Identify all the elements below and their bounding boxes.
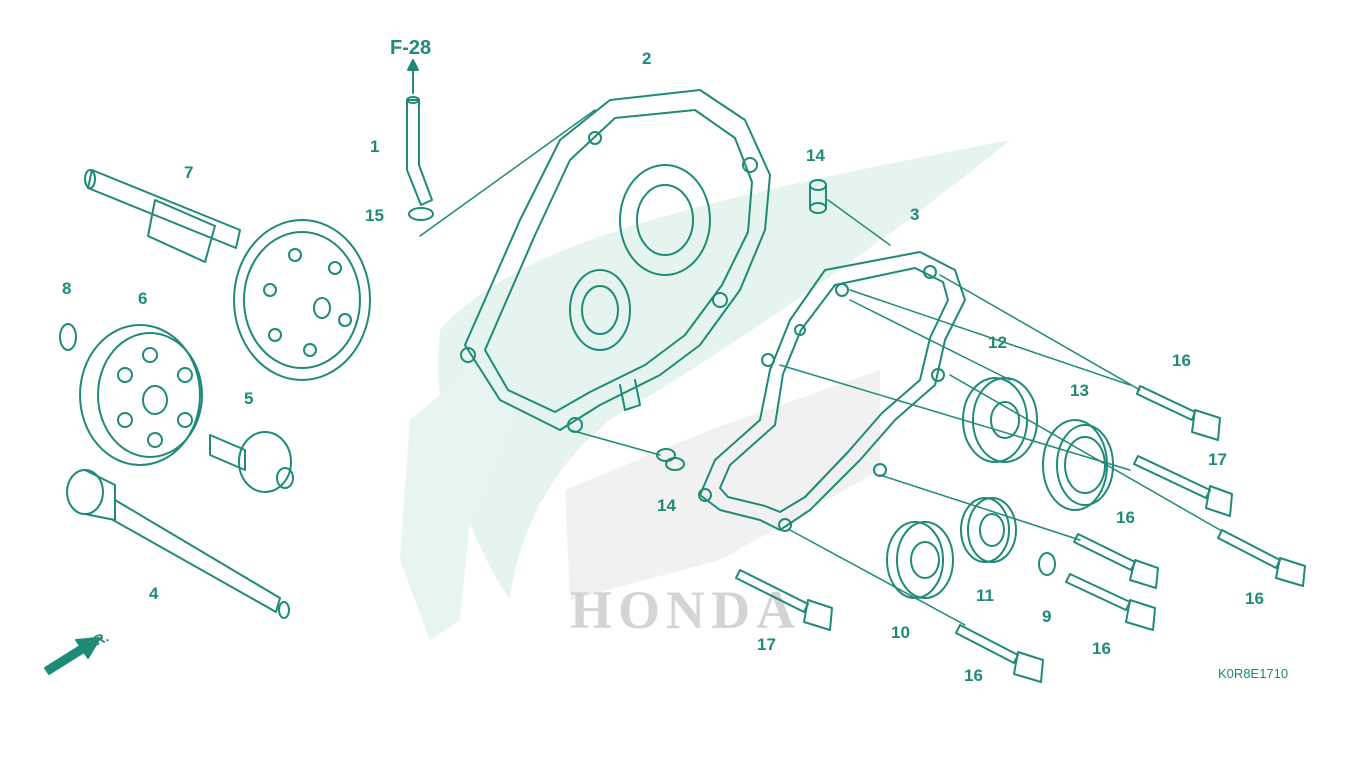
dowel-pin-upper	[809, 179, 827, 214]
callout-15: 15	[365, 206, 384, 225]
callout-10: 10	[891, 623, 910, 642]
callout-1: 1	[370, 137, 380, 156]
bolt-16-bottom	[955, 624, 1044, 683]
callout-4: 4	[149, 584, 159, 603]
bolt-16-right	[1217, 529, 1306, 587]
oil-seal-13	[1042, 419, 1114, 511]
callout-17-right: 17	[1208, 450, 1227, 469]
callout-17-bottom: 17	[757, 635, 776, 654]
callout-2: 2	[642, 49, 652, 68]
callout-14-upper: 14	[806, 146, 825, 165]
bolt-16-lower	[1065, 573, 1156, 631]
washer-9	[1038, 552, 1056, 576]
bearing-11	[960, 497, 1017, 563]
bolt-17-right	[1133, 455, 1233, 517]
diagram-code: K0R8E1710	[1218, 666, 1289, 681]
bolt-16-top	[1136, 385, 1221, 441]
drive-shaft-4	[66, 469, 290, 619]
bolt-17-bottom	[735, 569, 833, 631]
svg-text:HONDA: HONDA	[570, 580, 801, 640]
bearing-10	[886, 521, 954, 599]
final-shaft-7	[84, 169, 371, 381]
callout-13: 13	[1070, 381, 1089, 400]
callout-8: 8	[62, 279, 72, 298]
callout-6: 6	[138, 289, 148, 308]
callout-7: 7	[184, 163, 194, 182]
honda-watermark: HONDA	[400, 140, 1011, 640]
callout-3: 3	[910, 205, 920, 224]
bolt-16-mid	[1073, 533, 1159, 589]
washer-8	[59, 323, 77, 351]
callout-9: 9	[1042, 607, 1052, 626]
counter-gear-5	[209, 431, 294, 493]
dowel-pin-lower	[656, 448, 685, 471]
transmission-cover	[460, 89, 771, 433]
callout-16-right: 16	[1245, 589, 1264, 608]
callout-16-lower: 16	[1092, 639, 1111, 658]
cover-gasket	[698, 251, 966, 532]
bearing-12	[962, 377, 1038, 463]
front-direction-arrow	[44, 637, 101, 675]
callout-12: 12	[988, 333, 1007, 352]
callout-16-top: 16	[1172, 351, 1191, 370]
callout-11: 11	[976, 586, 994, 605]
breather-hose	[406, 59, 433, 206]
final-gear-6	[79, 324, 203, 466]
callout-14-lower: 14	[657, 496, 676, 515]
callout-5: 5	[244, 389, 254, 408]
callout-16-bottom: 16	[964, 666, 983, 685]
reference-callout[interactable]: F-28	[390, 37, 432, 59]
hose-clip	[408, 207, 434, 221]
callout-16-mid: 16	[1116, 508, 1135, 527]
